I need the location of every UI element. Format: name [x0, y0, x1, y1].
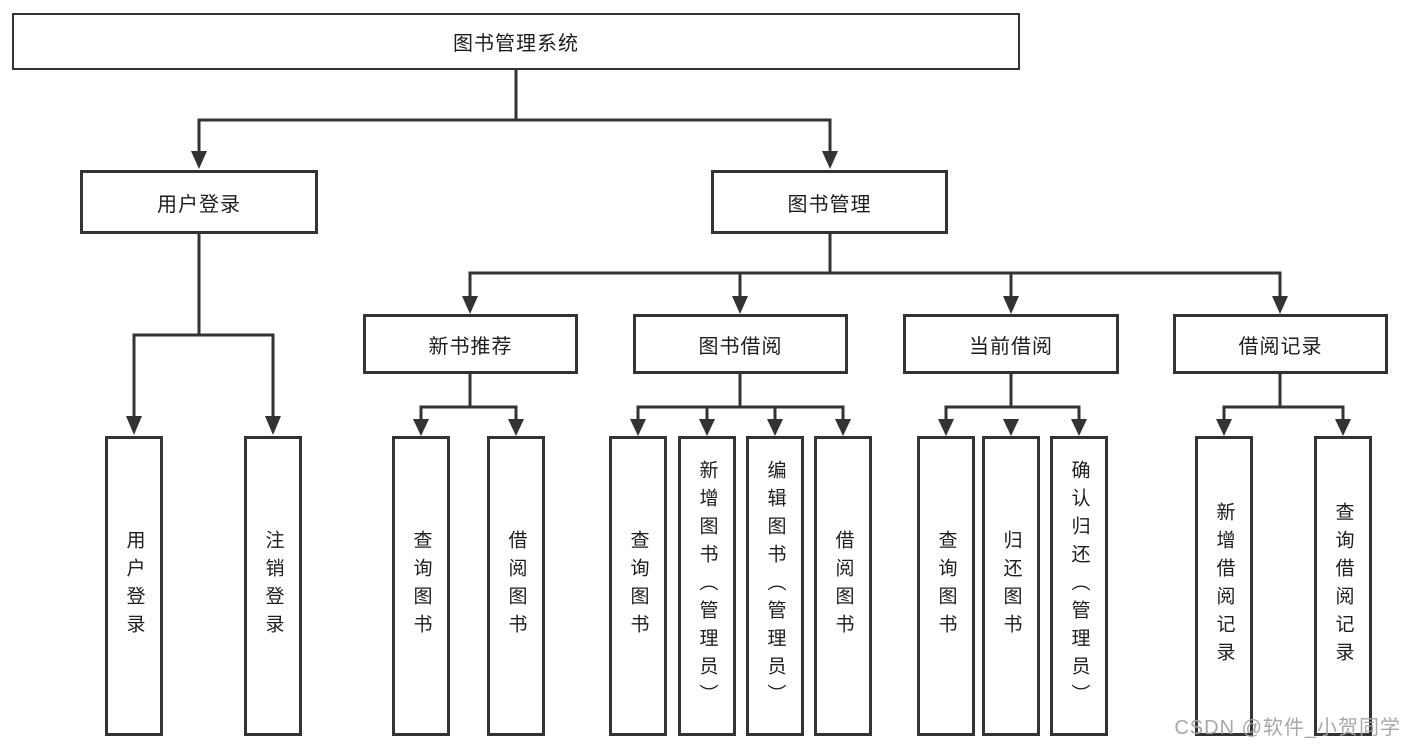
leaf-logout-label: 注销登录: [262, 530, 284, 642]
node-book-management-label: 图书管理: [787, 193, 872, 216]
leaf-query-books-recommend: 查询图书: [392, 436, 450, 736]
leaf-return-book-label: 归还图书: [1000, 530, 1022, 642]
leaf-query-borrow-record: 查询借阅记录: [1314, 436, 1372, 736]
node-book-borrowing-label: 图书借阅: [698, 335, 783, 358]
leaf-query-books-current-label: 查询图书: [935, 530, 957, 642]
leaf-add-book-admin-label: 新增图书（管理员）: [696, 460, 718, 712]
node-new-book-recommend: 新书推荐: [363, 314, 578, 374]
leaf-add-borrow-record-label: 新增借阅记录: [1213, 502, 1235, 670]
node-user-login-label: 用户登录: [157, 193, 241, 216]
leaf-query-books-current: 查询图书: [917, 436, 975, 736]
leaf-borrow-books-recommend: 借阅图书: [487, 436, 545, 736]
leaf-return-book: 归还图书: [982, 436, 1040, 736]
leaf-borrow-books-recommend-label: 借阅图书: [505, 530, 527, 642]
node-new-book-recommend-label: 新书推荐: [428, 335, 513, 358]
node-library-system-label: 图书管理系统: [453, 33, 579, 55]
node-book-borrowing: 图书借阅: [633, 314, 848, 374]
csdn-watermark: CSDN @软件_小贺同学: [1174, 717, 1401, 739]
node-borrowing-records: 借阅记录: [1173, 314, 1388, 374]
leaf-edit-book-admin-label: 编辑图书（管理员）: [764, 460, 786, 712]
leaf-query-borrow-record-label: 查询借阅记录: [1332, 502, 1354, 670]
node-current-borrowing-label: 当前借阅: [969, 335, 1053, 358]
leaf-edit-book-admin: 编辑图书（管理员）: [746, 436, 804, 736]
leaf-query-books-borrowing-label: 查询图书: [627, 530, 649, 642]
leaf-user-login: 用户登录: [105, 436, 163, 736]
leaf-borrow-books-borrowing-label: 借阅图书: [832, 530, 854, 642]
leaf-add-borrow-record: 新增借阅记录: [1195, 436, 1253, 736]
arrowheads: [126, 151, 1351, 436]
leaf-logout: 注销登录: [244, 436, 302, 736]
leaf-query-books-recommend-label: 查询图书: [410, 530, 432, 642]
leaf-confirm-return-admin-label: 确认归还（管理员）: [1068, 460, 1090, 712]
node-library-system: 图书管理系统: [12, 13, 1020, 70]
node-book-management: 图书管理: [711, 170, 948, 234]
node-user-login: 用户登录: [80, 170, 318, 234]
leaf-user-login-label: 用户登录: [123, 530, 145, 642]
leaf-confirm-return-admin: 确认归还（管理员）: [1050, 436, 1108, 736]
node-borrowing-records-label: 借阅记录: [1238, 335, 1323, 358]
leaf-query-books-borrowing: 查询图书: [609, 436, 667, 736]
node-current-borrowing: 当前借阅: [903, 314, 1119, 374]
leaf-borrow-books-borrowing: 借阅图书: [814, 436, 872, 736]
leaf-add-book-admin: 新增图书（管理员）: [678, 436, 736, 736]
